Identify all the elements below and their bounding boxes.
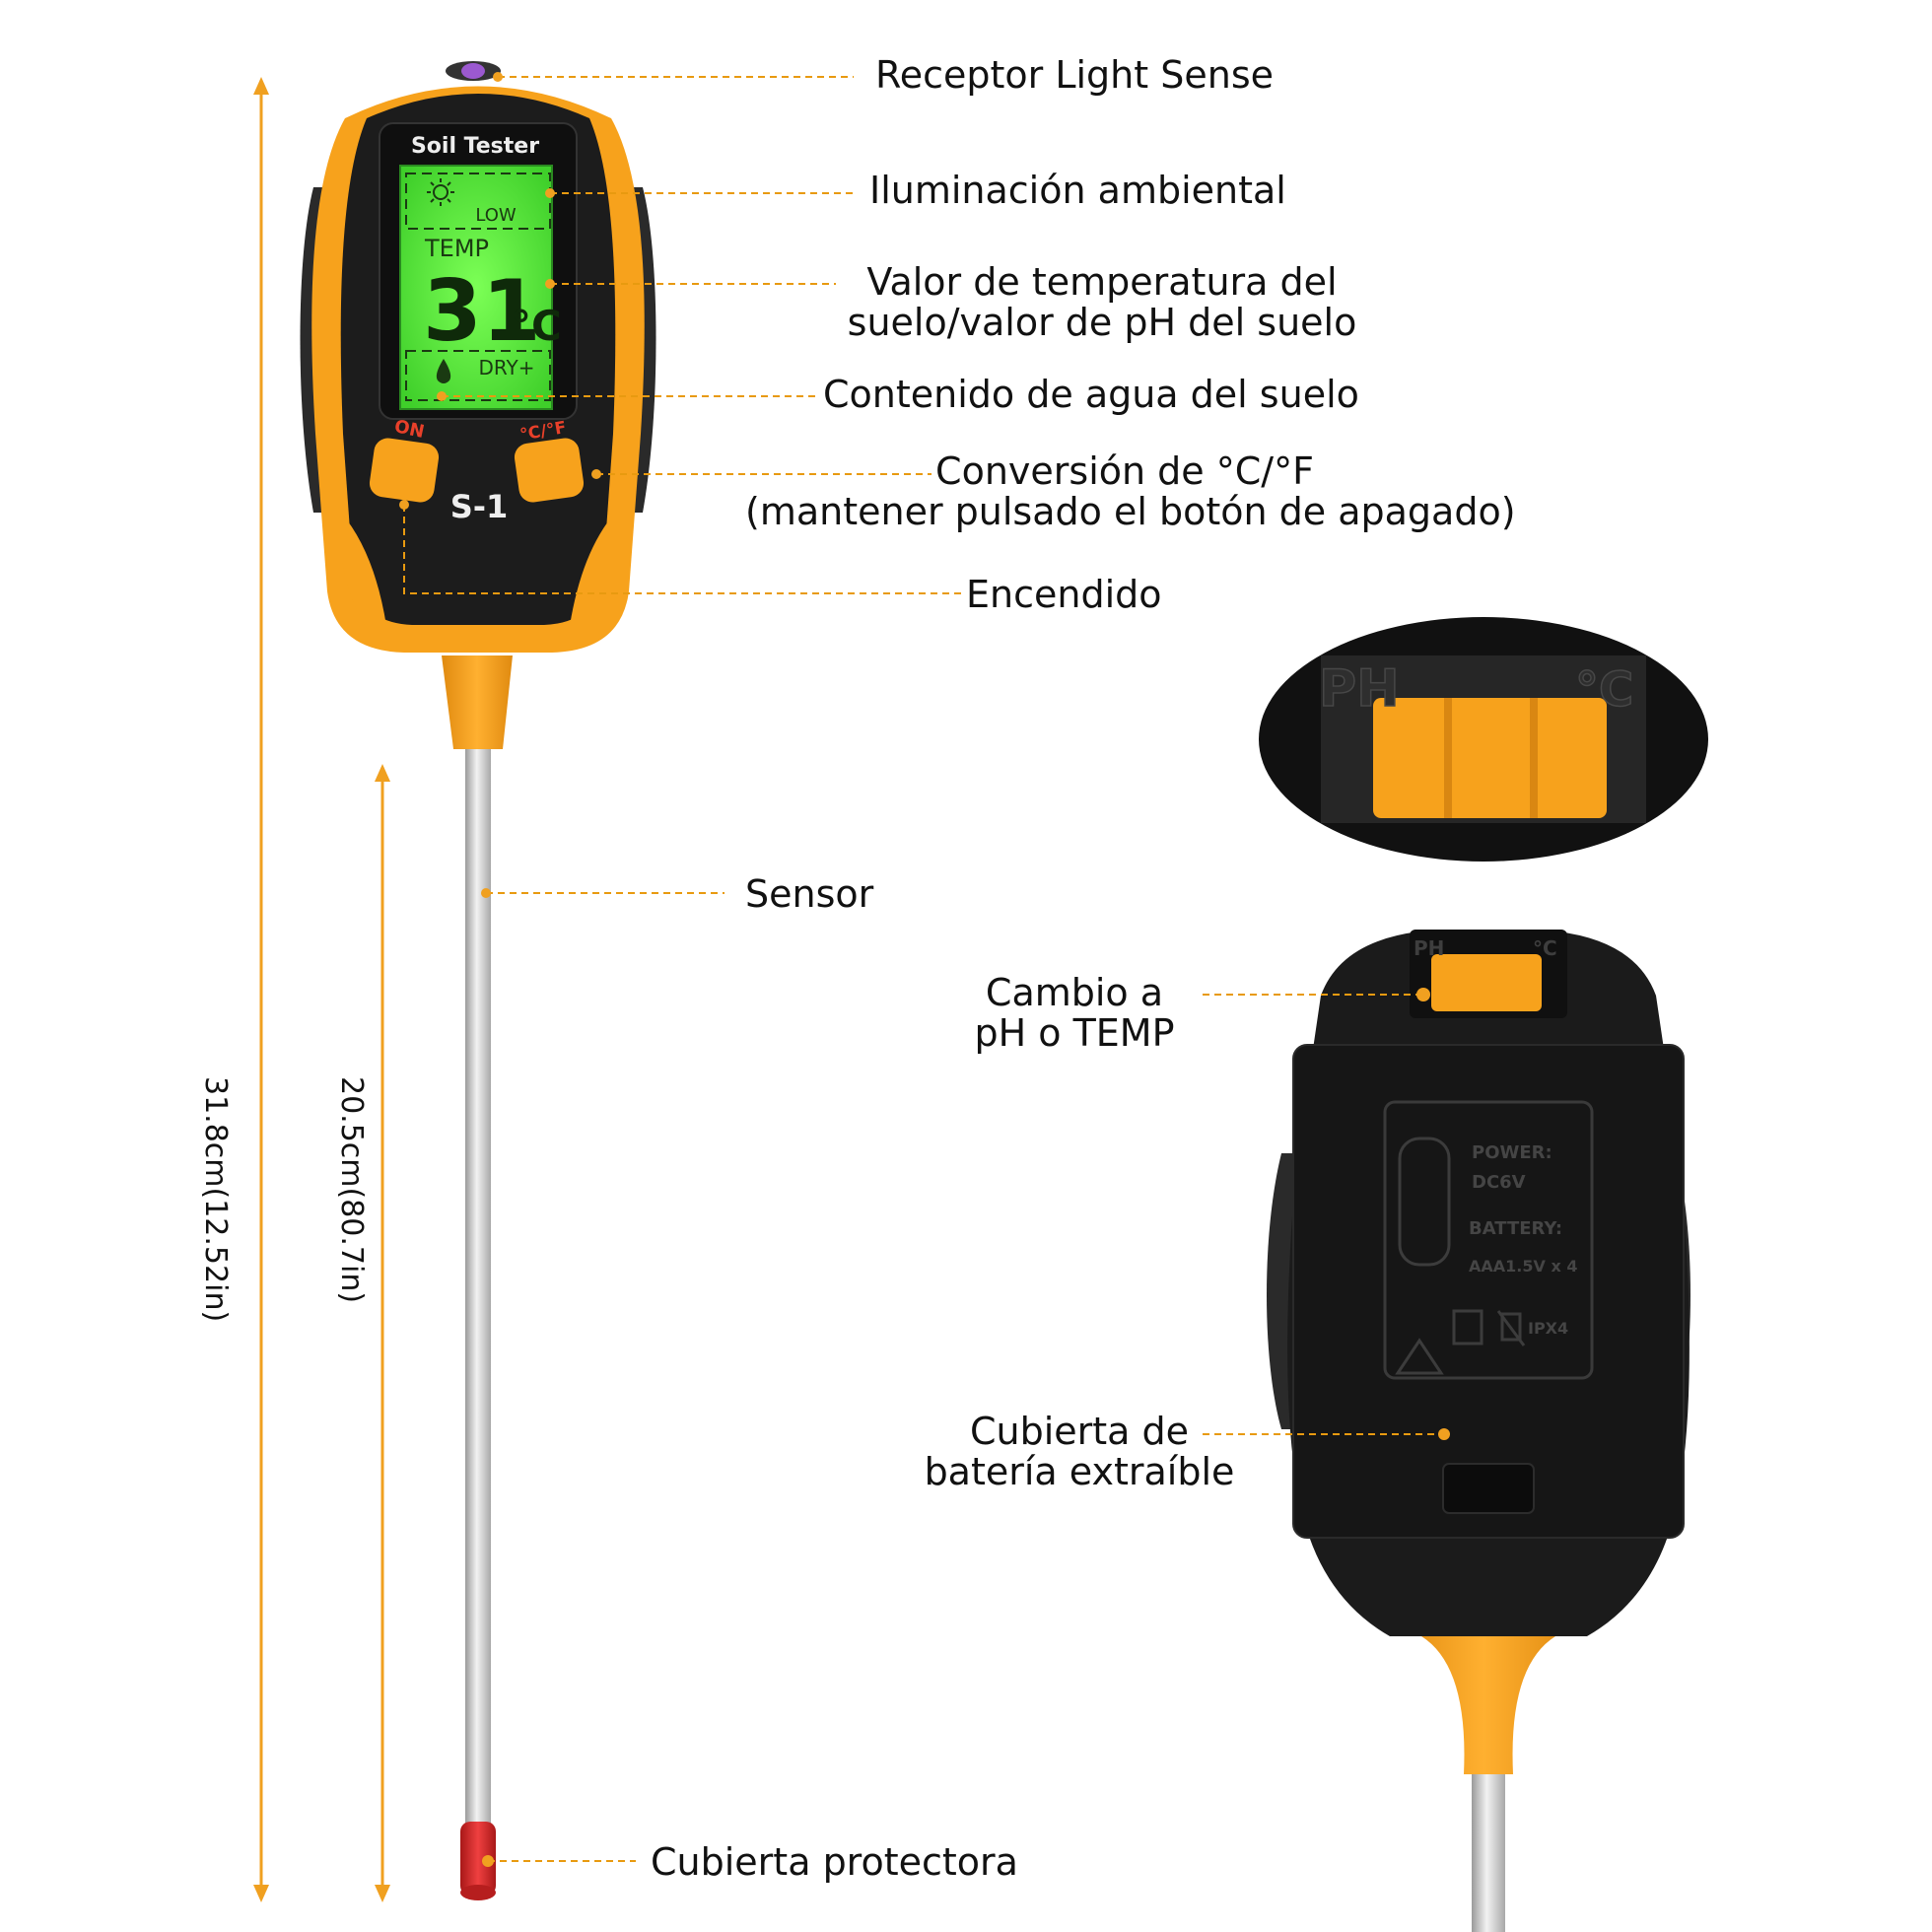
dimension-probe-label: 20.5cm(80.7in)	[334, 1076, 369, 1304]
callout-protective-cap: Cubierta protectora	[651, 1840, 1018, 1884]
switch-zoom	[1259, 617, 1708, 862]
switch-zoom-ph-label: PH	[1319, 659, 1400, 719]
callout-light-sensor: Receptor Light Sense	[875, 53, 1274, 97]
lcd-dry-indicator: DRY+	[479, 356, 535, 380]
back-device	[1267, 930, 1690, 1932]
callout-unit-conversion: Conversión de °C/°F (mantener pulsado el…	[745, 449, 1516, 533]
callout-power: Encendido	[966, 573, 1162, 616]
lcd-low-indicator: LOW	[475, 205, 517, 226]
probe-neck	[442, 656, 513, 749]
callout-ambient-light: Iluminación ambiental	[869, 169, 1286, 212]
battery-cover-latch[interactable]	[1442, 1463, 1535, 1514]
manual-icon	[1452, 1309, 1484, 1346]
brand-text: Soil Tester	[411, 134, 539, 159]
lcd-reading: 31	[423, 262, 541, 361]
lcd-unit: °C	[511, 302, 562, 350]
switch-ph-label: PH	[1414, 936, 1444, 960]
protective-cap	[460, 1822, 496, 1900]
back-battery-label: BATTERY:	[1469, 1218, 1562, 1239]
back-battery-value: AAA1.5V x 4	[1469, 1257, 1577, 1276]
callout-battery-cover: Cubierta de batería extraíble	[917, 1412, 1242, 1492]
probe-rod	[465, 749, 491, 1828]
callout-mode-switch: Cambio a pH o TEMP	[956, 973, 1193, 1054]
callout-mode-switch-line1: Cambio a	[985, 971, 1164, 1014]
back-power-value: DC6V	[1472, 1172, 1526, 1193]
switch-celsius-label: °C	[1533, 936, 1557, 960]
mode-switch-zoom[interactable]	[1373, 698, 1607, 818]
callout-temp-ph-line1: Valor de temperatura del	[866, 260, 1338, 304]
front-device	[300, 61, 656, 653]
leader-dots	[399, 72, 1450, 1867]
callout-battery-cover-line1: Cubierta de	[969, 1410, 1190, 1453]
lcd-temp-label: TEMP	[424, 235, 489, 262]
callout-battery-cover-line2: batería extraíble	[924, 1450, 1235, 1493]
back-power-label: POWER:	[1472, 1142, 1552, 1163]
water-drop-icon	[436, 359, 451, 383]
mode-switch[interactable]	[1431, 954, 1542, 1011]
total-length-arrow	[253, 77, 269, 1902]
probe-length-arrow	[375, 764, 390, 1902]
callout-water-content: Contenido de agua del suelo	[823, 373, 1359, 416]
callout-sensor: Sensor	[745, 872, 874, 916]
switch-zoom-celsius-label: °C	[1575, 662, 1633, 718]
callout-temp-ph-line2: suelo/valor de pH del suelo	[847, 301, 1357, 344]
callout-temp-ph: Valor de temperatura del suelo/valor de …	[836, 262, 1368, 343]
sun-icon	[427, 178, 454, 206]
callout-unit-conversion-line1: Conversión de °C/°F	[935, 449, 1314, 493]
recycle-bin-icon	[1496, 1310, 1526, 1346]
warning-icon	[1395, 1338, 1444, 1375]
unit-button[interactable]	[513, 437, 586, 505]
callout-mode-switch-line2: pH o TEMP	[974, 1011, 1175, 1055]
model-label: S-1	[450, 488, 509, 525]
back-ip-rating: IPX4	[1528, 1319, 1568, 1338]
callout-unit-conversion-line2: (mantener pulsado el botón de apagado)	[745, 490, 1516, 533]
dimension-total-label: 31.8cm(12.52in)	[198, 1076, 233, 1323]
leader-lines	[403, 76, 1439, 1862]
power-button[interactable]	[368, 437, 441, 505]
